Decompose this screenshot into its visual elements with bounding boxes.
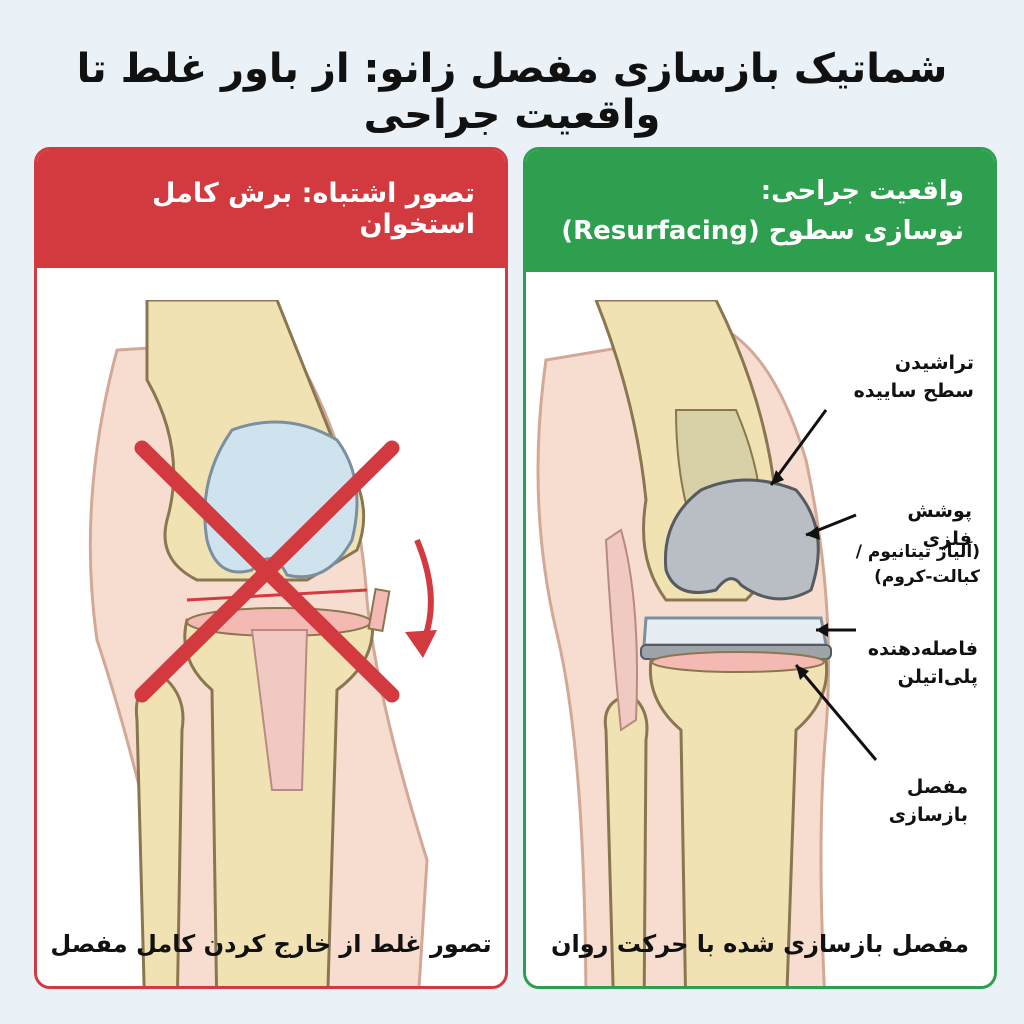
misconception-header-text: تصور اشتباه: برش کامل استخوان xyxy=(152,178,475,240)
misconception-knee-illustration xyxy=(88,300,437,986)
metal-femoral-component xyxy=(663,478,820,601)
reality-knee-illustration xyxy=(536,300,878,986)
label-polyethylene-spacer: فاصله‌دهنده پلی‌اتیلن xyxy=(867,638,978,688)
reality-header-line2: نوسازی سطوح (Resurfacing) xyxy=(561,216,964,246)
reality-header-line1: واقعیت جراحی: xyxy=(760,175,964,206)
wrong-cross-line-2 xyxy=(134,440,400,703)
label-metal-cover: پوشش فلزی xyxy=(907,500,972,550)
reality-panel: واقعیت جراحی: نوسازی سطوح (Resurfacing) … xyxy=(523,147,997,989)
misconception-panel: تصور اشتباه: برش کامل استخوان تصور غلط ا… xyxy=(34,147,508,989)
label-alloy: (آلیاژ تیتانیوم /کبالت-کروم) xyxy=(855,542,980,587)
reality-caption: مفصل بازسازی شده با حرکت روان xyxy=(551,930,969,958)
misconception-header: تصور اشتباه: برش کامل استخوان xyxy=(37,150,505,268)
polyethylene-spacer xyxy=(642,616,828,647)
page-title: شماتیک بازسازی مفصل زانو: از باور غلط تا… xyxy=(76,46,948,138)
label-shave-worn-surface: تراشیدن سطح ساییده xyxy=(853,352,974,402)
label-reconstructed-joint: مفصل بازسازی xyxy=(888,776,968,826)
reality-header: واقعیت جراحی: نوسازی سطوح (Resurfacing) xyxy=(526,150,994,272)
misconception-caption: تصور غلط از خارج کردن کامل مفصل xyxy=(50,930,492,958)
